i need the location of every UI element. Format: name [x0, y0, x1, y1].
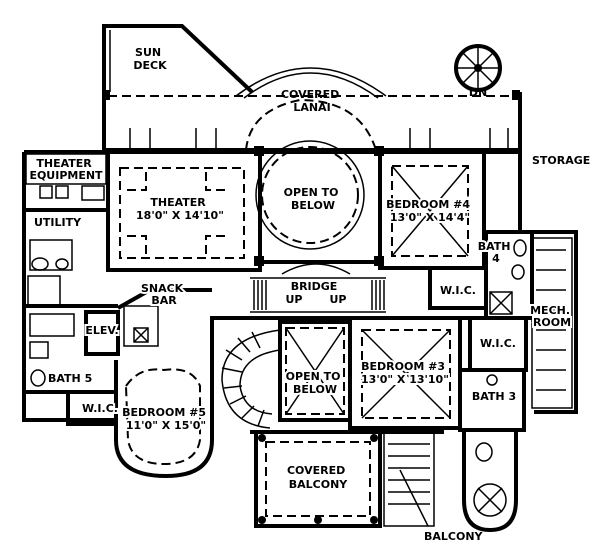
bath-3-room [458, 368, 526, 533]
balcony-walkway [383, 431, 435, 527]
snack-bar-label: SNACK BAR [141, 282, 187, 307]
wic-lower-label: W.I.C. [480, 337, 516, 350]
open-to-below-top-label: OPEN TO BELOW [284, 186, 343, 212]
open-to-below-bottom-label: OPEN TO BELOW [286, 370, 345, 396]
wic-right-label: W.I.C. [440, 284, 476, 297]
up-left-label: UP [286, 293, 303, 306]
bedroom-4-label: BEDROOM #4 13'0" X 14'4" [386, 198, 474, 224]
mech-room-label: MECH. ROOM [530, 304, 574, 329]
bedroom-3-label: BEDROOM #3 13'0" X 13'10" [361, 360, 449, 386]
theater-equipment-label: THEATER EQUIPMENT [29, 157, 103, 182]
bath-5-label: BATH 5 [48, 372, 92, 385]
wic-left-label: W.I.C. [82, 402, 118, 415]
bedroom-5-label: BEDROOM #5 11'0" X 15'0" [122, 406, 210, 432]
bath-3-label: BATH 3 [472, 390, 516, 403]
up-right-label: UP [330, 293, 347, 306]
sun-deck-area [102, 24, 254, 94]
covered-lanai-label: COVERED LANAI [281, 88, 343, 114]
balcony-label: BALCONY [424, 530, 484, 543]
sun-deck-label: SUN DECK [133, 46, 167, 72]
spiral-stair-top [454, 44, 502, 92]
storage-label: STORAGE [532, 154, 590, 167]
bath-4-label: BATH 4 [478, 240, 515, 265]
covered-balcony-label: COVERED BALCONY [287, 464, 349, 491]
utility-label: UTILITY [34, 216, 82, 229]
dn-label: DN [469, 86, 487, 99]
theater-label: THEATER 18'0" X 14'10" [136, 196, 224, 222]
elev-label: ELEV. [85, 324, 118, 337]
bedroom-5-room [66, 318, 214, 479]
bridge-label: BRIDGE [291, 280, 338, 293]
covered-balcony-area [254, 430, 382, 528]
bridge-area [250, 263, 386, 313]
